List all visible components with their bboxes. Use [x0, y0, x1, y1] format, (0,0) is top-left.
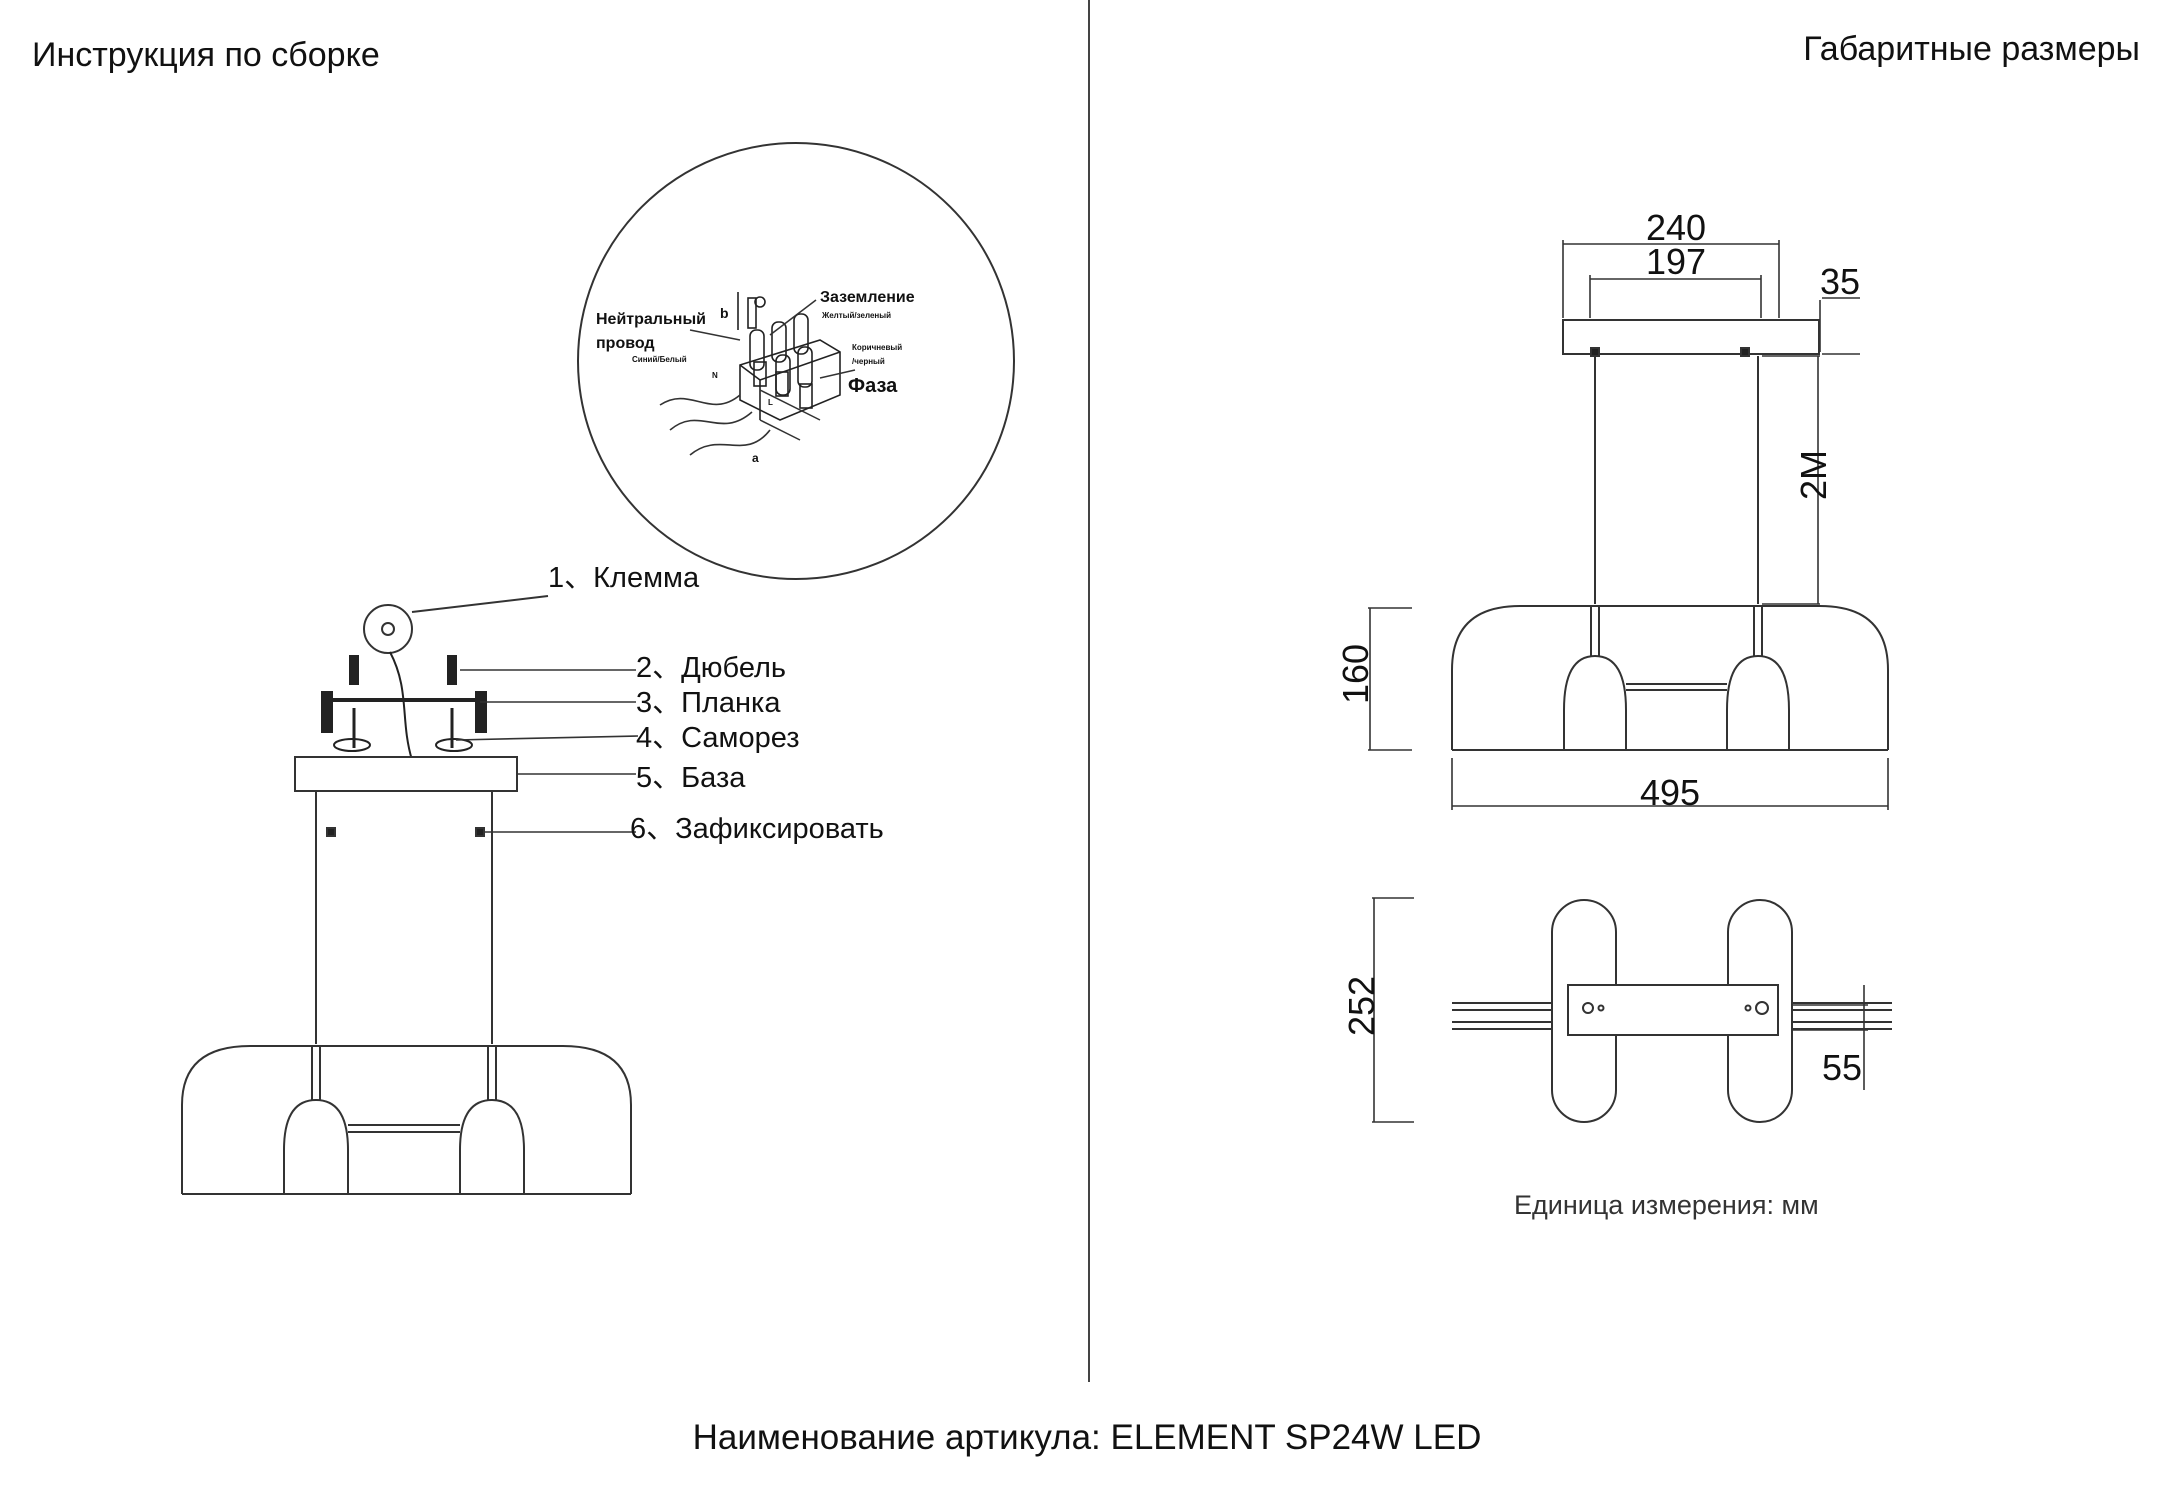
- dim-depth: 252: [1341, 976, 1382, 1036]
- terminal-l: L: [768, 398, 773, 407]
- letter-b: b: [720, 305, 729, 321]
- terminal-block: [737, 292, 841, 421]
- article-name: Наименование артикула: ELEMENT SP24W LED: [692, 1418, 1482, 1457]
- dim-bar-width: 55: [1822, 1047, 1862, 1088]
- dim-shade-height: 160: [1335, 644, 1376, 704]
- ground-colors: Желтый/зеленый: [821, 311, 891, 320]
- step-2: 2、Дюбель: [636, 652, 786, 684]
- neutral-colors: Синий/Белый: [632, 355, 687, 364]
- dim-top-width: 240: [1646, 207, 1706, 248]
- phase-label: Фаза: [848, 375, 898, 397]
- terminal-n: N: [712, 371, 718, 380]
- terminal-callout: [363, 595, 549, 654]
- dim-base-height: 35: [1820, 261, 1860, 302]
- assembly-leaders: [455, 669, 639, 833]
- step-3: 3、Планка: [636, 687, 781, 719]
- assembly-lamp: [181, 756, 632, 1195]
- wiring-detail-circle: Нейтральный провод Синий/Белый Заземлени…: [577, 142, 1015, 580]
- step-5: 5、База: [636, 762, 746, 794]
- dim-total-width: 495: [1640, 772, 1700, 813]
- units-note: Единица измерения: мм: [1514, 1190, 1819, 1220]
- letter-a: a: [752, 451, 759, 465]
- dim-inner-width: 197: [1646, 241, 1706, 282]
- mounting-hardware: [321, 651, 487, 761]
- top-view: [1452, 899, 1892, 1123]
- step-4: 4、Саморез: [636, 722, 800, 754]
- wires: [659, 394, 771, 456]
- assembly-step-list: 1、Клемма 2、Дюбель 3、Планка 4、Саморез 5、Б…: [548, 562, 884, 845]
- page-divider: [1088, 0, 1090, 1382]
- phase-colors: Коричневый: [852, 343, 902, 352]
- dimension-values: 240 197 35 2M 160 495 252 55: [1335, 207, 1862, 1088]
- assembly-heading: Инструкция по сборке: [32, 36, 380, 74]
- dim-cable-length: 2M: [1793, 450, 1834, 500]
- front-view: [1451, 319, 1889, 751]
- step-6: 6、Зафиксировать: [630, 813, 884, 845]
- neutral-label-2: провод: [596, 335, 655, 352]
- ground-label: Заземление: [820, 289, 915, 306]
- dimensions-heading: Габаритные размеры: [1803, 30, 2140, 68]
- phase-colors-2: /черный: [852, 357, 885, 366]
- wiring-arrows: [689, 299, 856, 441]
- neutral-label: Нейтральный: [596, 311, 706, 328]
- step-1: 1、Клемма: [548, 562, 700, 594]
